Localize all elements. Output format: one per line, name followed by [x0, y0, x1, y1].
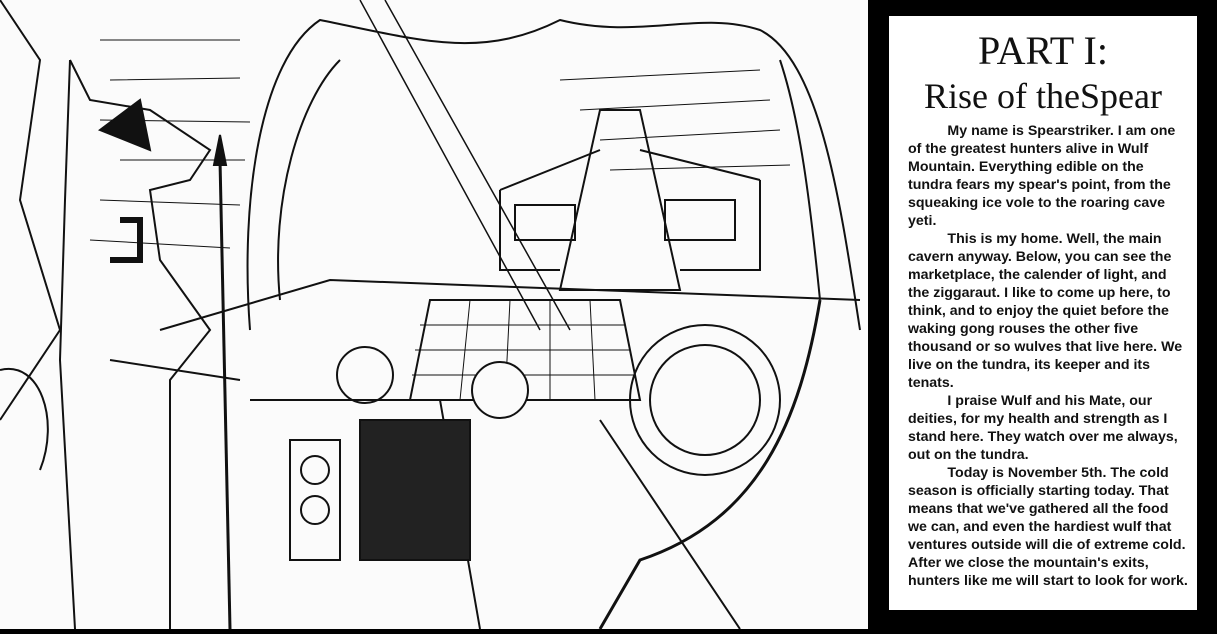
story-line: we can, and even the hardiest wulf that: [908, 519, 1172, 535]
story-body: My name is Spearstriker. I am one of the …: [908, 122, 1197, 590]
cave-arch: [246, 18, 861, 331]
story-text-panel: PART I: Rise of theSpear My name is Spea…: [889, 16, 1197, 610]
story-line: squeaking ice vole to the roaring cave: [908, 195, 1166, 211]
story-line: After we close the mountain's exits,: [908, 555, 1149, 571]
ziggurat: [499, 109, 761, 291]
story-line: yeti.: [908, 213, 937, 229]
story-line: My name is Spearstriker. I am one: [908, 123, 1176, 139]
story-line: thousand or so wulves that live here. We: [908, 339, 1183, 355]
story-line: Today is November 5th. The cold: [908, 465, 1169, 481]
story-line: tenats.: [908, 375, 954, 391]
story-line: marketplace, the calender of light, and: [908, 267, 1167, 283]
part-title: PART I:: [978, 28, 1108, 73]
story-line: cavern anyway. Below, you can see the: [908, 249, 1172, 265]
wolf-hunter-figure: [0, 59, 241, 630]
story-line: deities, for my health and strength as I: [908, 411, 1168, 427]
round-temple: [629, 324, 781, 476]
story-line: I praise Wulf and his Mate, our: [908, 393, 1153, 409]
story-line: stand here. They watch over me always,: [908, 429, 1178, 445]
story-line: the ziggaraut. I like to come up here, t…: [908, 285, 1171, 301]
story-line: ventures outside will die of extreme col…: [908, 537, 1186, 553]
chapter-title: Rise of theSpear: [924, 76, 1162, 116]
ink-drawing: [0, 0, 861, 630]
story-line: waking gong rouses the other five: [908, 321, 1139, 337]
light-beam: [359, 0, 571, 331]
story-line: hunters like me will start to look for w…: [908, 573, 1188, 589]
cavern-illustration: [0, 0, 868, 630]
calendar-of-light: [408, 299, 642, 401]
cave-wall: [0, 0, 62, 421]
story-line: tundra fears my spear's point, from the: [908, 177, 1171, 193]
story-line: out on the tundra.: [908, 447, 1029, 463]
story-line: of the greatest hunters alive in Wulf: [908, 141, 1149, 157]
story-line: means that we've gathered all the food: [908, 501, 1169, 517]
story-line: season is officially starting today. Tha…: [908, 483, 1169, 499]
story-line: This is my home. Well, the main: [908, 231, 1162, 247]
story-line: think, and to enjoy the quiet before the: [908, 303, 1169, 319]
spear: [218, 159, 232, 630]
story-line: live on the tundra, its keeper and its: [908, 357, 1151, 373]
story-line: Mountain. Everything edible on the: [908, 159, 1144, 175]
